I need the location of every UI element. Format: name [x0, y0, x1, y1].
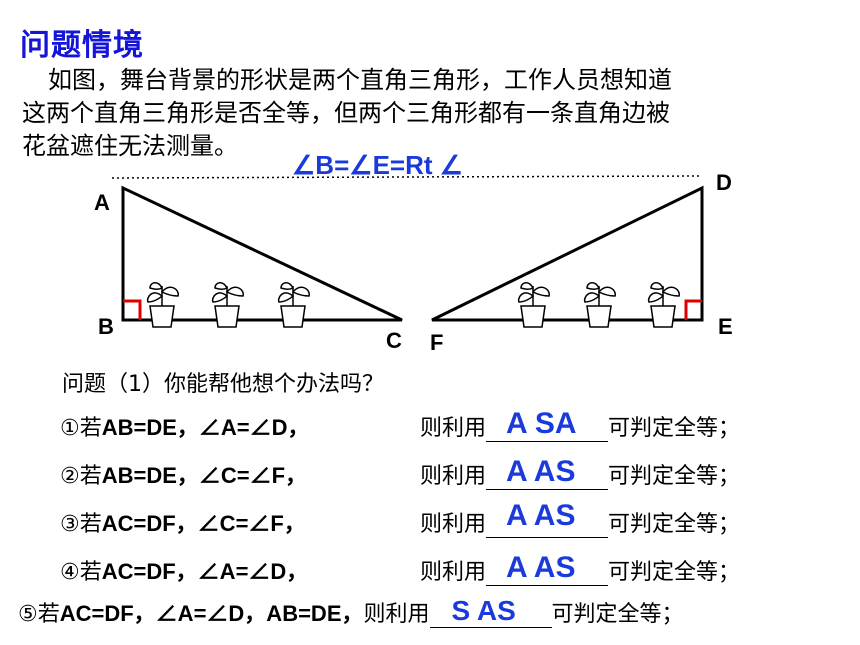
right-angle-mark-b — [123, 299, 142, 320]
right-angle-mark-e — [684, 299, 702, 320]
angle-note: ∠B=∠E=Rt ∠ — [292, 150, 464, 180]
item-condition: AC=DF，∠C=∠F， — [101, 511, 306, 536]
point-label-f: F — [430, 330, 444, 355]
answer-text: A AS — [506, 551, 576, 584]
flower-pot-icon — [647, 282, 680, 328]
intro-line-1: 如图，舞台背景的形状是两个直角三角形，工作人员想知道 — [48, 66, 672, 94]
item-number: ④若 — [60, 560, 102, 585]
item-suffix: 可判定全等； — [608, 560, 741, 585]
item-number: ⑤若 — [18, 602, 60, 627]
triangle-def — [431, 185, 704, 322]
flower-pot-icon — [211, 282, 244, 328]
point-label-c: C — [386, 328, 402, 353]
item-number: ①若 — [60, 416, 102, 441]
point-label-b: B — [98, 314, 114, 339]
triangle-abc — [121, 185, 403, 322]
intro-line-3: 花盆遮住无法测量。 — [22, 132, 238, 160]
item-condition: AC=DF，∠A=∠D， — [101, 559, 309, 584]
answer-blank: S AS — [429, 595, 552, 628]
intro-line-2: 这两个直角三角形是否全等，但两个三角形都有一条直角边被 — [22, 99, 670, 127]
answer-text: A SA — [506, 407, 577, 440]
flower-pot-icon — [146, 282, 179, 328]
item-number: ③若 — [60, 512, 102, 537]
answer-blank: A AS — [486, 499, 609, 538]
item-use-text: 则利用 — [420, 464, 487, 489]
answer-blank: A SA — [486, 407, 609, 442]
point-label-e: E — [718, 314, 733, 339]
item-use-text: 则利用 — [420, 560, 487, 585]
answer-text: A AS — [506, 499, 576, 532]
item-suffix: 可判定全等； — [608, 416, 741, 441]
answer-blank: A AS — [486, 455, 609, 490]
item-condition: AB=DE，∠C=∠F， — [101, 463, 308, 488]
item-condition: AC=DF，∠A=∠D，AB=DE， — [59, 601, 364, 626]
intro-paragraph: 如图，舞台背景的形状是两个直角三角形，工作人员想知道 这两个直角三角形是否全等，… — [22, 64, 822, 163]
slide-title: 问题情境 — [20, 28, 144, 63]
item-suffix: 可判定全等； — [551, 602, 684, 627]
item-use-text: 则利用 — [420, 512, 487, 537]
item-suffix: 可判定全等； — [608, 464, 741, 489]
answer-blank: A AS — [486, 551, 609, 586]
item-suffix: 可判定全等； — [608, 512, 741, 537]
question-heading: 问题（1）你能帮他想个办法吗？ — [62, 372, 384, 397]
point-label-a: A — [94, 190, 110, 215]
answer-text: S AS — [451, 595, 516, 626]
item-condition: AB=DE，∠A=∠D， — [101, 415, 310, 440]
answer-text: A AS — [506, 455, 576, 488]
item-number: ②若 — [60, 464, 102, 489]
flower-pot-icon — [277, 282, 310, 328]
flower-pot-icon — [583, 282, 616, 328]
dotted-top-line — [111, 175, 701, 179]
point-label-d: D — [716, 170, 732, 195]
flower-pot-icon — [517, 282, 550, 328]
item-use-text: 则利用 — [363, 602, 430, 627]
item-use-text: 则利用 — [420, 416, 487, 441]
